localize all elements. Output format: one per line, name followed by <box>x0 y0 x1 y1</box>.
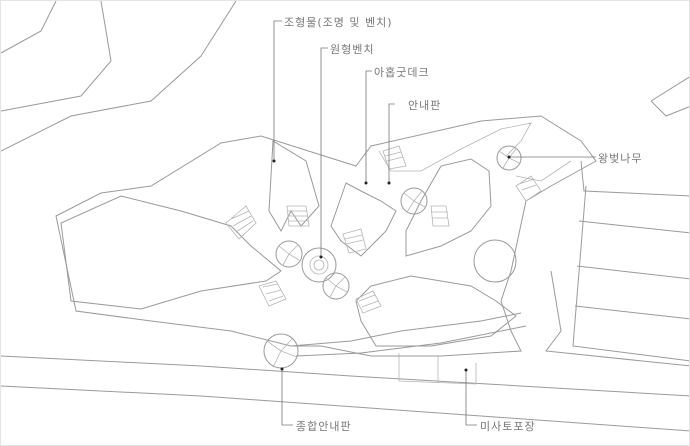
surroundings <box>1 1 689 432</box>
tree <box>263 333 299 369</box>
round-lawn <box>473 239 517 283</box>
label-cherry-tree: 왕벚나무 <box>598 152 643 165</box>
label-info-sign: 안내판 <box>408 99 442 112</box>
label-round-bench: 원형벤치 <box>330 43 375 56</box>
tree <box>275 240 303 268</box>
label-paving: 미사토포장 <box>480 420 536 433</box>
trees <box>263 145 522 369</box>
leader-lines <box>272 20 596 426</box>
label-deck: 아홉굿데크 <box>374 66 430 79</box>
label-main-info-sign: 종합안내판 <box>296 420 352 433</box>
label-sculpture: 조형물(조명 및 벤치) <box>284 16 393 29</box>
decks <box>225 145 542 314</box>
tree <box>496 145 522 171</box>
tree <box>301 247 337 283</box>
park-boundary <box>55 115 597 357</box>
tree <box>400 187 428 215</box>
tree <box>322 272 350 300</box>
